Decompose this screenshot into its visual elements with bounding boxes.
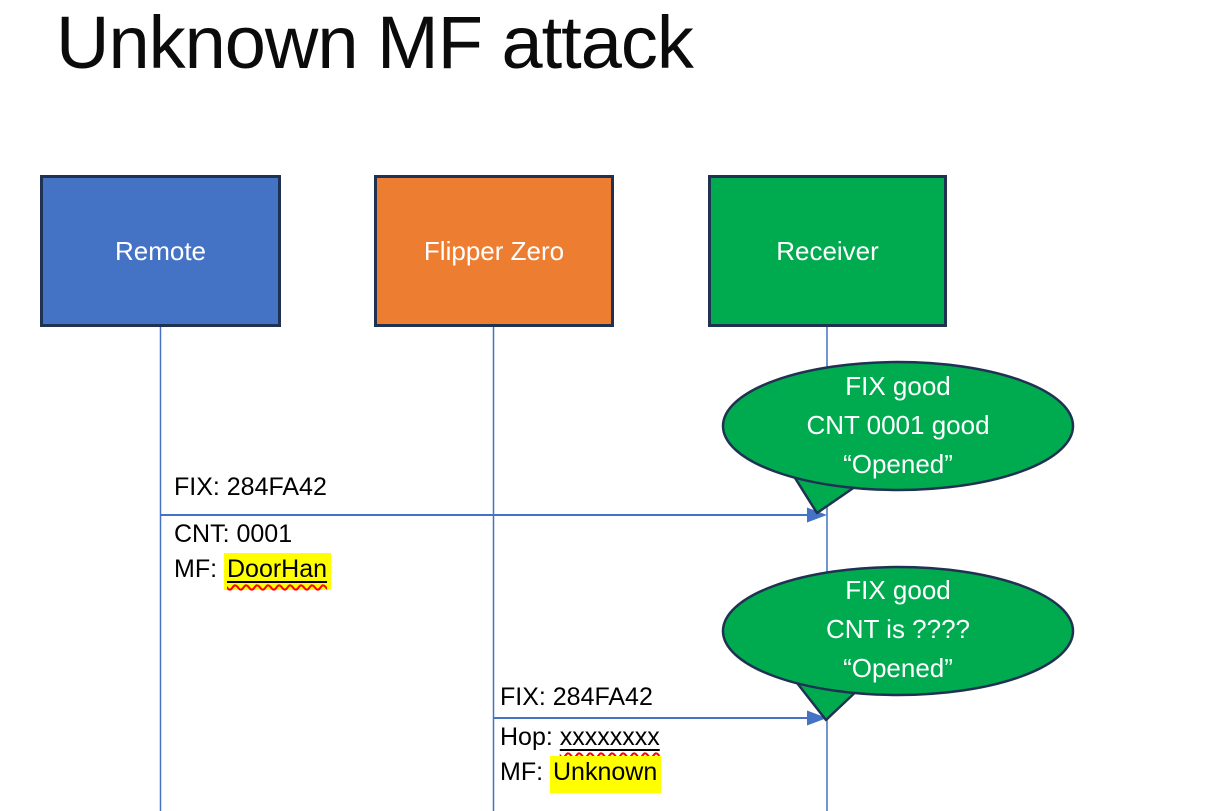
message2-hop-label: Hop: xxxxxxxx — [500, 722, 660, 753]
bubble1-line3: “Opened” — [843, 449, 953, 479]
actor-label-flipper-zero: Flipper Zero — [423, 235, 565, 266]
speech-bubble-2-text: FIX good CNT is ???? “Opened” — [748, 571, 1048, 688]
message1-cnt-label: CNT: 0001 — [174, 520, 293, 548]
speech-bubble-2 — [721, 565, 1075, 722]
speech-bubble-2-body — [721, 565, 1075, 697]
message2-mf-label: MF: Unknown — [500, 756, 662, 793]
message1-arrow — [161, 507, 827, 523]
bubble2-line2: CNT is ???? — [825, 614, 971, 644]
bubble1-line2: CNT 0001 good — [806, 410, 990, 440]
bubble2-line1: FIX good — [845, 575, 951, 605]
message2-hop-prefix: Hop: — [500, 723, 560, 751]
message2-fix-label: FIX: 284FA42 — [500, 683, 653, 711]
page-title: Unknown MF attack — [56, 1, 694, 84]
message2-mf-prefix: MF: — [500, 758, 550, 786]
message2-arrow — [494, 710, 827, 726]
message2-hop-value: xxxxxxxx — [559, 723, 660, 751]
actor-label-remote: Remote — [114, 235, 207, 266]
message1-mf-value: DoorHan — [227, 555, 328, 583]
message1-fix-label: FIX: 284FA42 — [174, 473, 327, 501]
message1-mf-prefix: MF: — [174, 555, 224, 583]
bubble2-line3: “Opened” — [843, 653, 953, 683]
actor-box-remote: Remote — [40, 175, 281, 327]
actor-box-receiver: Receiver — [708, 175, 947, 327]
speech-bubble-1-text: FIX good CNT 0001 good “Opened” — [748, 367, 1048, 484]
message1-arrowhead-icon — [807, 507, 827, 523]
message1-mf-highlight: DoorHan — [224, 553, 332, 590]
message2-arrowhead-icon — [807, 710, 827, 726]
bubble1-line1: FIX good — [845, 371, 951, 401]
actor-label-receiver: Receiver — [776, 235, 879, 266]
speech-bubble-1 — [721, 360, 1075, 515]
actor-box-flipper-zero: Flipper Zero — [374, 175, 614, 327]
message2-mf-value: Unknown — [550, 756, 662, 793]
speech-bubble-1-body — [721, 360, 1075, 492]
message1-mf-label: MF: DoorHan — [174, 553, 332, 590]
